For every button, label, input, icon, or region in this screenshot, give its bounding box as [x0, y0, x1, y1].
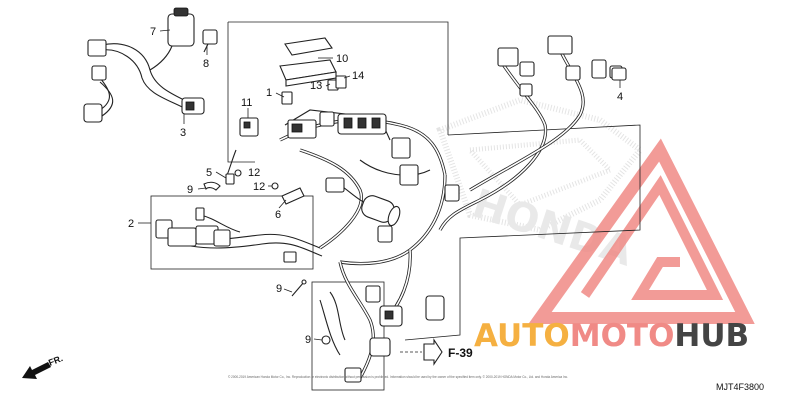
group-box-sub-harness [150, 195, 314, 270]
part-9-bolt-b [291, 279, 307, 297]
callout-2: 2 [128, 218, 134, 230]
part-4-connector [611, 67, 627, 81]
group-box-right [404, 124, 641, 341]
group-box-upper [228, 21, 449, 135]
sub-harness-2 [155, 207, 323, 263]
brand-hub: HUB [674, 318, 749, 354]
copyright-notice: © 2000-2019 American Honda Motor Co., In… [228, 374, 568, 379]
part-13-14-clips [327, 75, 347, 91]
part-5-sensor [225, 149, 237, 185]
callout-12-b: 12 [253, 181, 265, 193]
callout-9-a: 9 [187, 184, 193, 196]
part-6-bracket [281, 187, 305, 205]
part-9-nut-c [321, 335, 331, 345]
sub-harness-3 [83, 39, 205, 123]
callout-13: 13 [310, 80, 322, 92]
callout-6: 6 [275, 209, 281, 221]
callout-5: 5 [206, 167, 212, 179]
callout-4: 4 [617, 91, 623, 103]
part-11-relay [239, 117, 259, 137]
part-8-connector [202, 29, 218, 53]
callout-8: 8 [203, 58, 209, 70]
front-arrow-label: FR. [47, 353, 64, 368]
diagram-code: MJT4F3800 [716, 382, 764, 392]
callout-10: 10 [336, 53, 348, 65]
automotohub-logo-icon [528, 138, 755, 324]
callout-14: 14 [352, 70, 364, 82]
callout-7: 7 [150, 26, 156, 38]
front-arrow-icon [22, 362, 51, 379]
reference-f39: F-39 [400, 338, 473, 366]
automotohub-wordmark: AUTOMOTOHUB [474, 318, 749, 354]
callout-9-c: 9 [305, 334, 311, 346]
center-canister [361, 195, 401, 227]
reference-arrow-icon [423, 338, 443, 366]
callout-9-b: 9 [276, 283, 282, 295]
callout-3: 3 [180, 127, 186, 139]
part-9-clip-a [203, 181, 221, 191]
callout-11: 11 [241, 97, 252, 109]
part-1-relay [281, 91, 293, 105]
front-arrow: FR. [22, 353, 64, 379]
reference-label: F-39 [448, 346, 473, 360]
callout-1: 1 [266, 87, 272, 99]
fuse-box-10 [279, 37, 337, 87]
brand-moto: MOTO [570, 318, 675, 354]
lower-connectors [319, 285, 445, 383]
callout-12-a: 12 [248, 167, 260, 179]
part-12-bolt-b [271, 182, 279, 190]
brand-auto: AUTO [474, 318, 570, 354]
part-7-component [149, 7, 195, 71]
leader-lines [138, 29, 621, 341]
part-12-bolt-a [234, 169, 242, 177]
group-box-upper-left [227, 22, 255, 163]
harness-connectors [287, 35, 623, 243]
callouts: 7 8 3 10 14 13 1 11 4 5 12 12 9 6 2 9 9 [128, 26, 623, 346]
